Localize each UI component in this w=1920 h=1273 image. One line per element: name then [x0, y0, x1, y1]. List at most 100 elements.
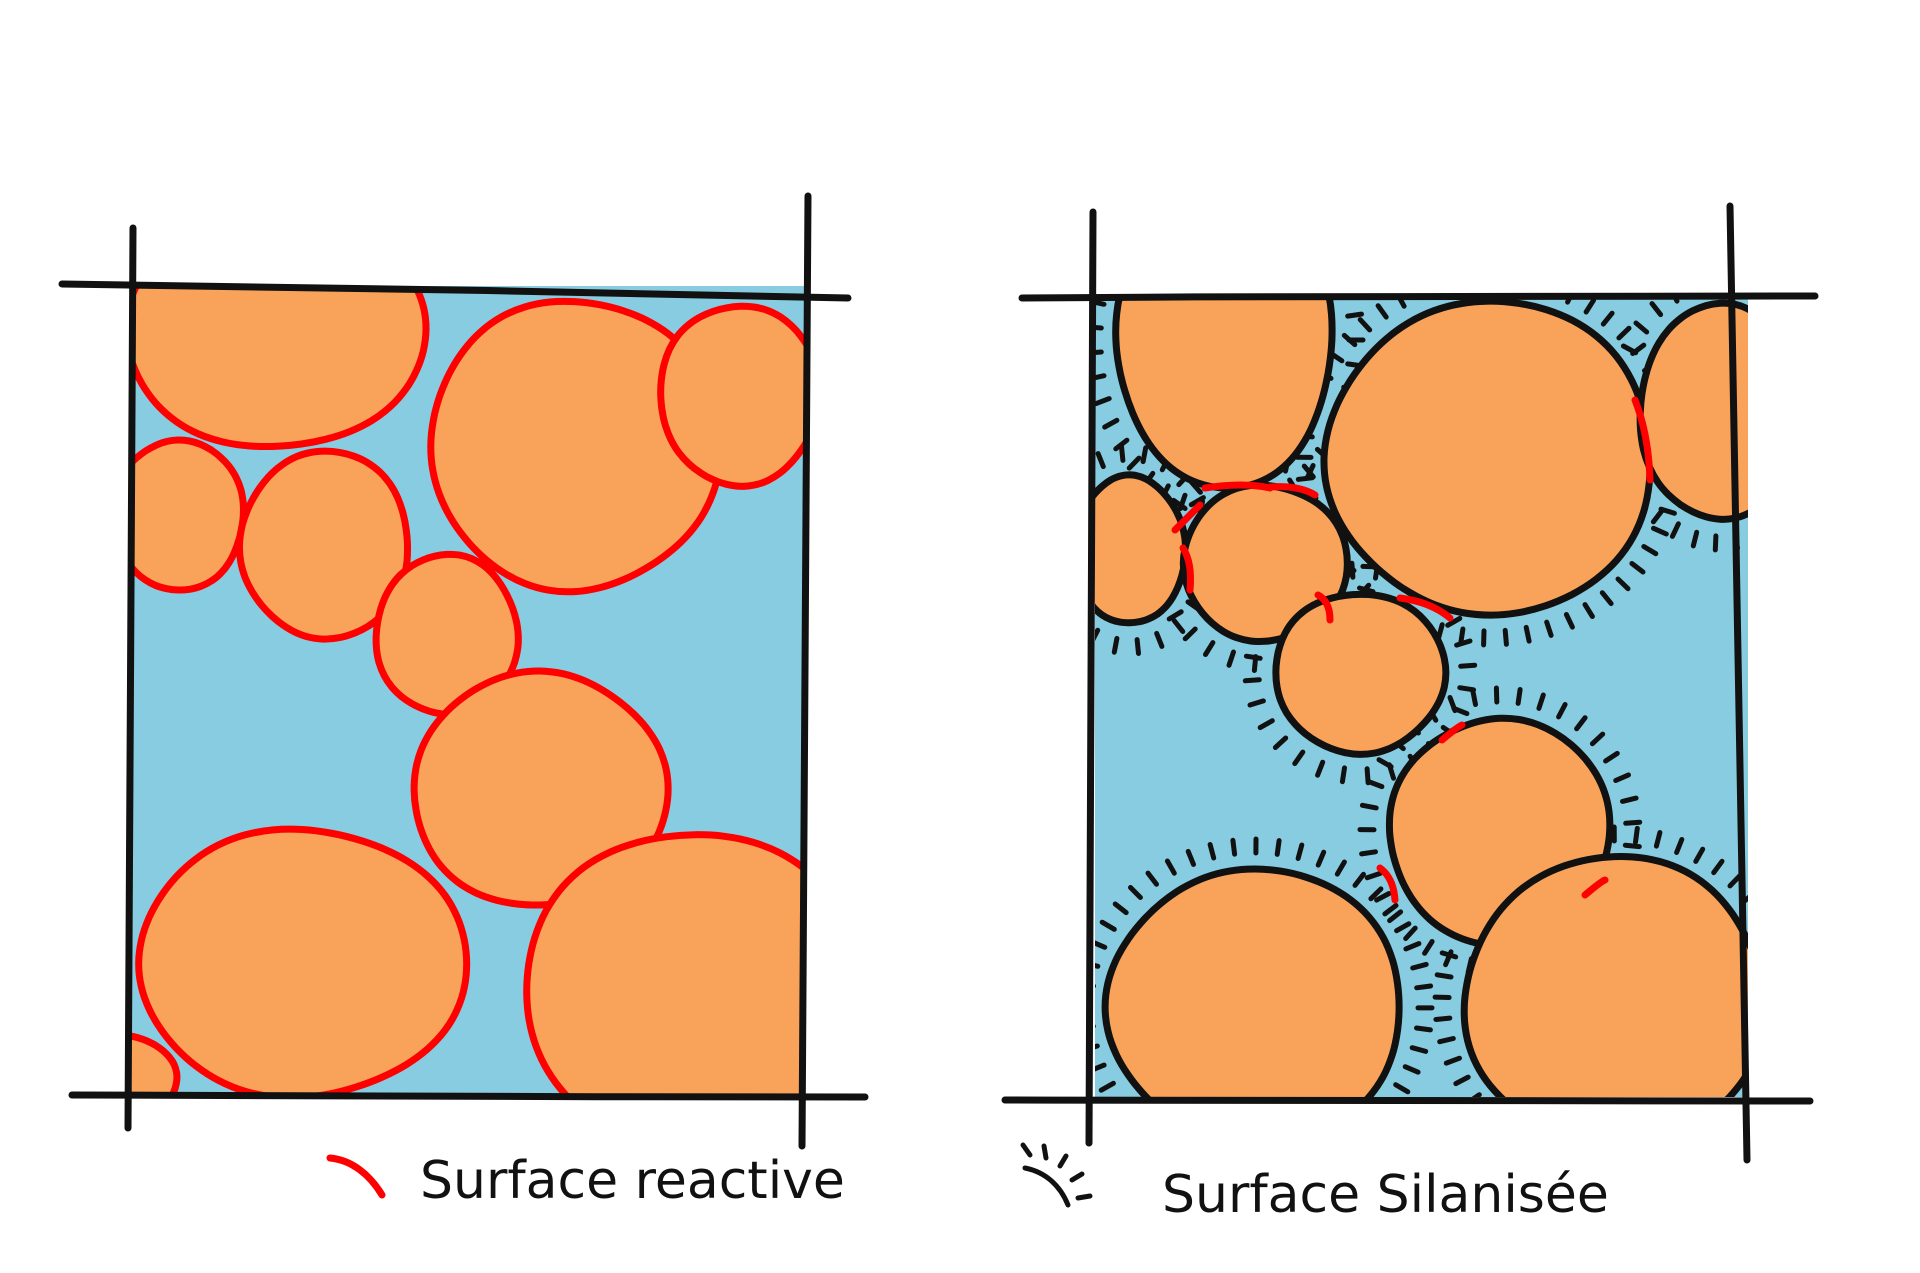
silane-mark [1499, 1125, 1508, 1136]
silane-mark [1787, 501, 1797, 511]
silane-mark [1741, 894, 1748, 904]
silane-mark [1523, 624, 1532, 644]
silane-mark [1095, 962, 1101, 969]
silane-mark [1445, 615, 1463, 628]
silane-mark [1633, 825, 1640, 845]
reactive-surface-panel [58, 192, 869, 1150]
silane-mark [1620, 795, 1639, 804]
silane-mark [1623, 819, 1643, 826]
silane-mark [1328, 242, 1340, 250]
silane-mark [1366, 779, 1385, 790]
silane-mark [1095, 627, 1101, 642]
silane-mark [1126, 455, 1142, 471]
silane-mark [1599, 590, 1614, 607]
silane-mark [1780, 1017, 1794, 1018]
silane-mark [1693, 846, 1706, 864]
silane-mark [1304, 203, 1313, 214]
silane-mark [1364, 870, 1383, 881]
reactive-contact [1438, 721, 1466, 744]
right-frame [1001, 202, 1819, 1164]
particle [1460, 852, 1748, 1097]
silane-mark [1274, 176, 1280, 189]
silane-mark [1374, 891, 1392, 903]
silane-mark [1669, 521, 1681, 539]
silane-mark [1128, 885, 1143, 900]
silane-mark [1798, 332, 1810, 340]
silane-mark [1368, 886, 1384, 902]
reactive-contact [1396, 594, 1454, 622]
silane-mark [1757, 911, 1769, 918]
silane-mark [1633, 320, 1650, 335]
particle [130, 286, 430, 451]
silane-mark [1626, 1163, 1627, 1177]
silane-mark [1777, 1037, 1791, 1040]
silane-mark [1799, 482, 1811, 490]
silane-mark [1781, 996, 1795, 997]
silane-mark [1809, 460, 1822, 465]
silane-mark [1482, 1111, 1492, 1121]
silane-mark [1754, 528, 1759, 541]
silane-mark [1315, 849, 1327, 868]
particle [523, 831, 805, 1096]
silane-mark [1357, 317, 1373, 333]
silane-mark [1453, 1074, 1471, 1087]
silane-mark [1471, 1092, 1482, 1097]
left-frame [58, 192, 869, 1150]
silane-mark [1354, 1130, 1363, 1141]
right-particles [1095, 296, 1748, 1097]
silane-mark [1095, 451, 1106, 470]
particle [1112, 296, 1336, 492]
silane-mark [1239, 163, 1241, 177]
silane-mark [1600, 310, 1615, 327]
silane-mark [1518, 1137, 1526, 1149]
legend-reactive: Surface reactive [326, 1151, 845, 1211]
silane-mark [1352, 871, 1366, 888]
silane-mark [1095, 1062, 1107, 1072]
particle [1320, 297, 1654, 619]
silane-mark [1257, 718, 1275, 731]
silane-mark [1538, 1147, 1544, 1160]
silane-mark [1376, 757, 1394, 770]
silane-mark [1422, 939, 1435, 956]
silane-mark [1767, 931, 1780, 937]
silane-mark [1272, 735, 1289, 750]
silane-mark [1382, 903, 1399, 917]
silane-mark [1688, 1147, 1694, 1160]
silane-mark [1414, 983, 1434, 991]
silane-mark [1292, 749, 1306, 767]
silane-mark [1072, 615, 1082, 625]
silane-mark [1814, 436, 1828, 439]
silane-mark [1317, 221, 1327, 230]
silane-mark [1458, 626, 1466, 646]
silanised-surface-panel [1001, 162, 1828, 1177]
silane-mark [1375, 303, 1389, 320]
silane-mark [1112, 901, 1129, 916]
silane-mark [1692, 279, 1696, 293]
silane-mark [1295, 842, 1305, 861]
silane-mark [1582, 602, 1595, 619]
silane-mark [1528, 275, 1531, 289]
silane-mark [1409, 1045, 1429, 1054]
silane-mark [1140, 445, 1149, 465]
silane-mark [1185, 848, 1196, 867]
red-arc-icon [326, 1154, 386, 1199]
silane-mark [1414, 1025, 1433, 1033]
particle [130, 1032, 181, 1096]
silane-mark [1443, 1055, 1462, 1066]
silane-mark [1102, 417, 1120, 430]
silane-mark [1129, 1115, 1139, 1125]
silane-mark [1045, 546, 1059, 547]
silane-mark [1095, 325, 1104, 331]
silane-mark [1629, 561, 1646, 575]
silane-mark [1454, 638, 1473, 648]
silane-mark [1290, 188, 1297, 200]
silane-mark [1154, 630, 1165, 649]
silane-mark [1437, 1036, 1456, 1045]
reactive-contact [1581, 876, 1609, 899]
particle [657, 302, 805, 490]
silane-mark [1402, 1064, 1421, 1075]
silane-mark [1220, 162, 1221, 176]
silane-mark [1439, 950, 1459, 960]
silane-mark [1690, 529, 1700, 549]
